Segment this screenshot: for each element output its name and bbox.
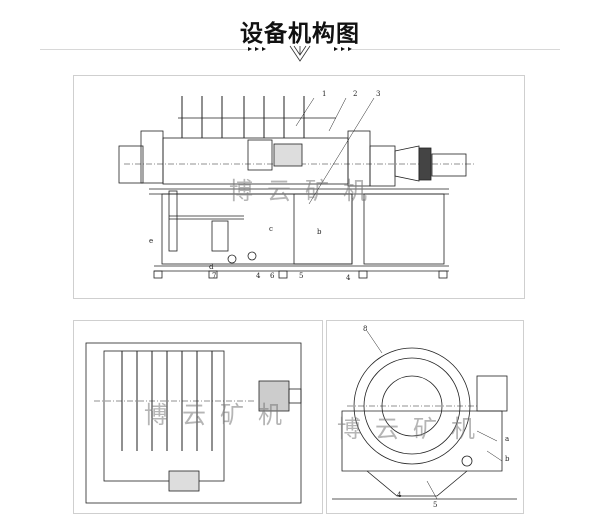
svg-text:b: b <box>317 228 322 236</box>
svg-text:e: e <box>149 237 153 245</box>
svg-text:4: 4 <box>346 274 351 282</box>
svg-text:7: 7 <box>212 272 216 280</box>
svg-text:a: a <box>505 435 509 443</box>
svg-text:2: 2 <box>353 90 357 98</box>
svg-text:d: d <box>209 263 214 271</box>
svg-text:5: 5 <box>433 501 437 509</box>
watermark: 博云矿机 <box>144 401 296 429</box>
watermark: 博云矿机 <box>229 177 381 205</box>
svg-text:b: b <box>505 455 510 463</box>
svg-text:6: 6 <box>270 272 275 280</box>
svg-text:1: 1 <box>322 90 326 98</box>
svg-text:3: 3 <box>376 90 380 98</box>
svg-text:4: 4 <box>256 272 261 280</box>
watermark: 博云矿机 <box>337 415 489 443</box>
top-view-drawing: 博云矿机 <box>73 320 323 514</box>
svg-text:5: 5 <box>299 272 303 280</box>
page-title: 设备机构图 <box>240 21 360 47</box>
svg-text:4: 4 <box>397 491 402 499</box>
svg-text:c: c <box>269 225 273 233</box>
svg-text:8: 8 <box>363 325 367 333</box>
arrow-ornament-icon <box>248 44 352 62</box>
side-view-drawing: 8 a b 4 5 博云矿机 <box>326 320 524 514</box>
front-view-drawing: 1 2 3 e d 7 4 6 5 c b 4 博云矿机 <box>73 75 525 299</box>
